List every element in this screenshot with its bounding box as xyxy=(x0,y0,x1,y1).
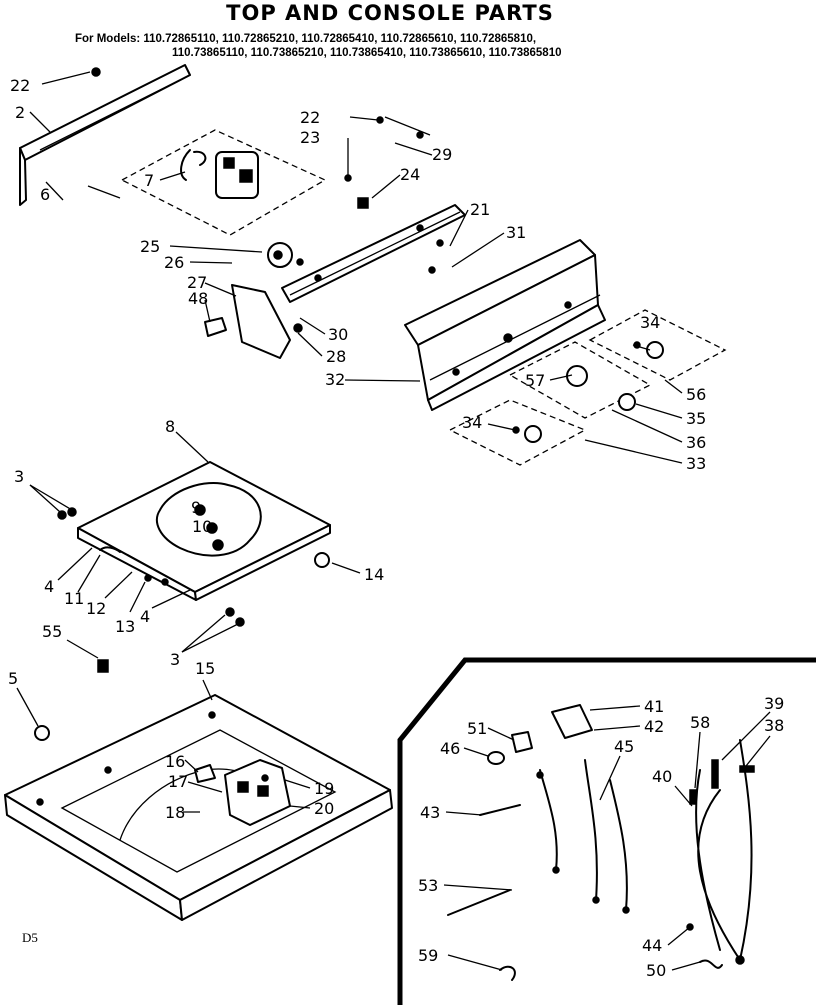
callout-32: 32 xyxy=(325,370,345,389)
part-switch xyxy=(267,242,304,268)
callout-33: 33 xyxy=(686,454,706,473)
callout-30: 30 xyxy=(328,325,348,344)
callout-9: 9 xyxy=(191,498,201,517)
callout-28: 28 xyxy=(326,347,346,366)
callout-15: 15 xyxy=(195,659,215,678)
callout-5: 5 xyxy=(8,669,18,688)
models-line-2: 110.73865110, 110.73865210, 110.73865410… xyxy=(172,47,562,59)
diagram-title: TOP AND CONSOLE PARTS xyxy=(226,1,554,25)
part-top-cabinet xyxy=(4,694,393,921)
part-lid-switch xyxy=(194,759,291,826)
callout-10: 10 xyxy=(192,517,212,536)
callout-19: 19 xyxy=(314,779,334,798)
callout-7: 7 xyxy=(144,171,154,190)
part-knob-group-middle xyxy=(508,341,652,419)
callout-24: 24 xyxy=(400,165,420,184)
callout-58: 58 xyxy=(690,713,710,732)
part-bracket xyxy=(204,284,291,359)
callout-23: 23 xyxy=(300,128,320,147)
callout-46: 46 xyxy=(440,739,460,758)
corner-mark: D5 xyxy=(22,930,38,945)
callout-53: 53 xyxy=(418,876,438,895)
callout-20: 20 xyxy=(314,799,334,818)
callout-25: 25 xyxy=(140,237,160,256)
callout-38: 38 xyxy=(764,716,784,735)
callout-2: 2 xyxy=(15,103,25,122)
callout-44: 44 xyxy=(642,936,662,955)
callout-45: 45 xyxy=(614,737,634,756)
callout-57: 57 xyxy=(525,371,545,390)
part-knob-group-right xyxy=(588,309,727,381)
part-cabinet-fasteners xyxy=(34,659,269,782)
callout-29: 29 xyxy=(432,145,452,164)
leader-lines xyxy=(16,71,771,971)
callout-16: 16 xyxy=(165,752,185,771)
wiring-box-border xyxy=(397,657,816,1005)
part-console-panel xyxy=(404,239,606,411)
callout-39: 39 xyxy=(764,694,784,713)
callout-6: 6 xyxy=(40,185,50,204)
callout-34-a: 34 xyxy=(640,313,660,332)
part-console-rail xyxy=(281,204,466,303)
callout-35: 35 xyxy=(686,409,706,428)
callout-11: 11 xyxy=(64,589,84,608)
callout-26: 26 xyxy=(164,253,184,272)
callout-8: 8 xyxy=(165,417,175,436)
callout-27: 27 xyxy=(187,273,207,292)
callout-56: 56 xyxy=(686,385,706,404)
callout-22-b: 22 xyxy=(300,108,320,127)
part-small-fasteners xyxy=(293,116,444,333)
models-line-1: For Models: 110.72865110, 110.72865210, … xyxy=(75,33,536,45)
callout-43: 43 xyxy=(420,803,440,822)
callout-22-a: 22 xyxy=(10,76,30,95)
callout-59: 59 xyxy=(418,946,438,965)
callout-21: 21 xyxy=(470,200,490,219)
callout-51: 51 xyxy=(467,719,487,738)
callout-labels: 22 2 6 7 22 23 29 24 21 31 25 26 27 48 3… xyxy=(8,76,784,980)
callout-55: 55 xyxy=(42,622,62,641)
callout-3-b: 3 xyxy=(170,650,180,669)
part-lid-hinges xyxy=(57,507,330,627)
callout-42: 42 xyxy=(644,717,664,736)
callout-4-a: 4 xyxy=(44,577,54,596)
callout-48: 48 xyxy=(188,289,208,308)
callout-13: 13 xyxy=(115,617,135,636)
part-timer-assembly xyxy=(120,129,327,236)
callout-41: 41 xyxy=(644,697,664,716)
callout-31: 31 xyxy=(506,223,526,242)
callout-36: 36 xyxy=(686,433,706,452)
callout-40: 40 xyxy=(652,767,672,786)
callout-4-b: 4 xyxy=(140,607,150,626)
callout-50: 50 xyxy=(646,961,666,980)
callout-14: 14 xyxy=(364,565,384,584)
part-rear-trim-strip xyxy=(19,64,191,206)
callout-18: 18 xyxy=(165,803,185,822)
part-wiring-harness xyxy=(447,704,755,981)
callout-3-a: 3 xyxy=(14,467,24,486)
callout-17: 17 xyxy=(168,772,188,791)
callout-12: 12 xyxy=(86,599,106,618)
callout-34-b: 34 xyxy=(462,413,482,432)
part-knob-group-left xyxy=(448,399,587,466)
